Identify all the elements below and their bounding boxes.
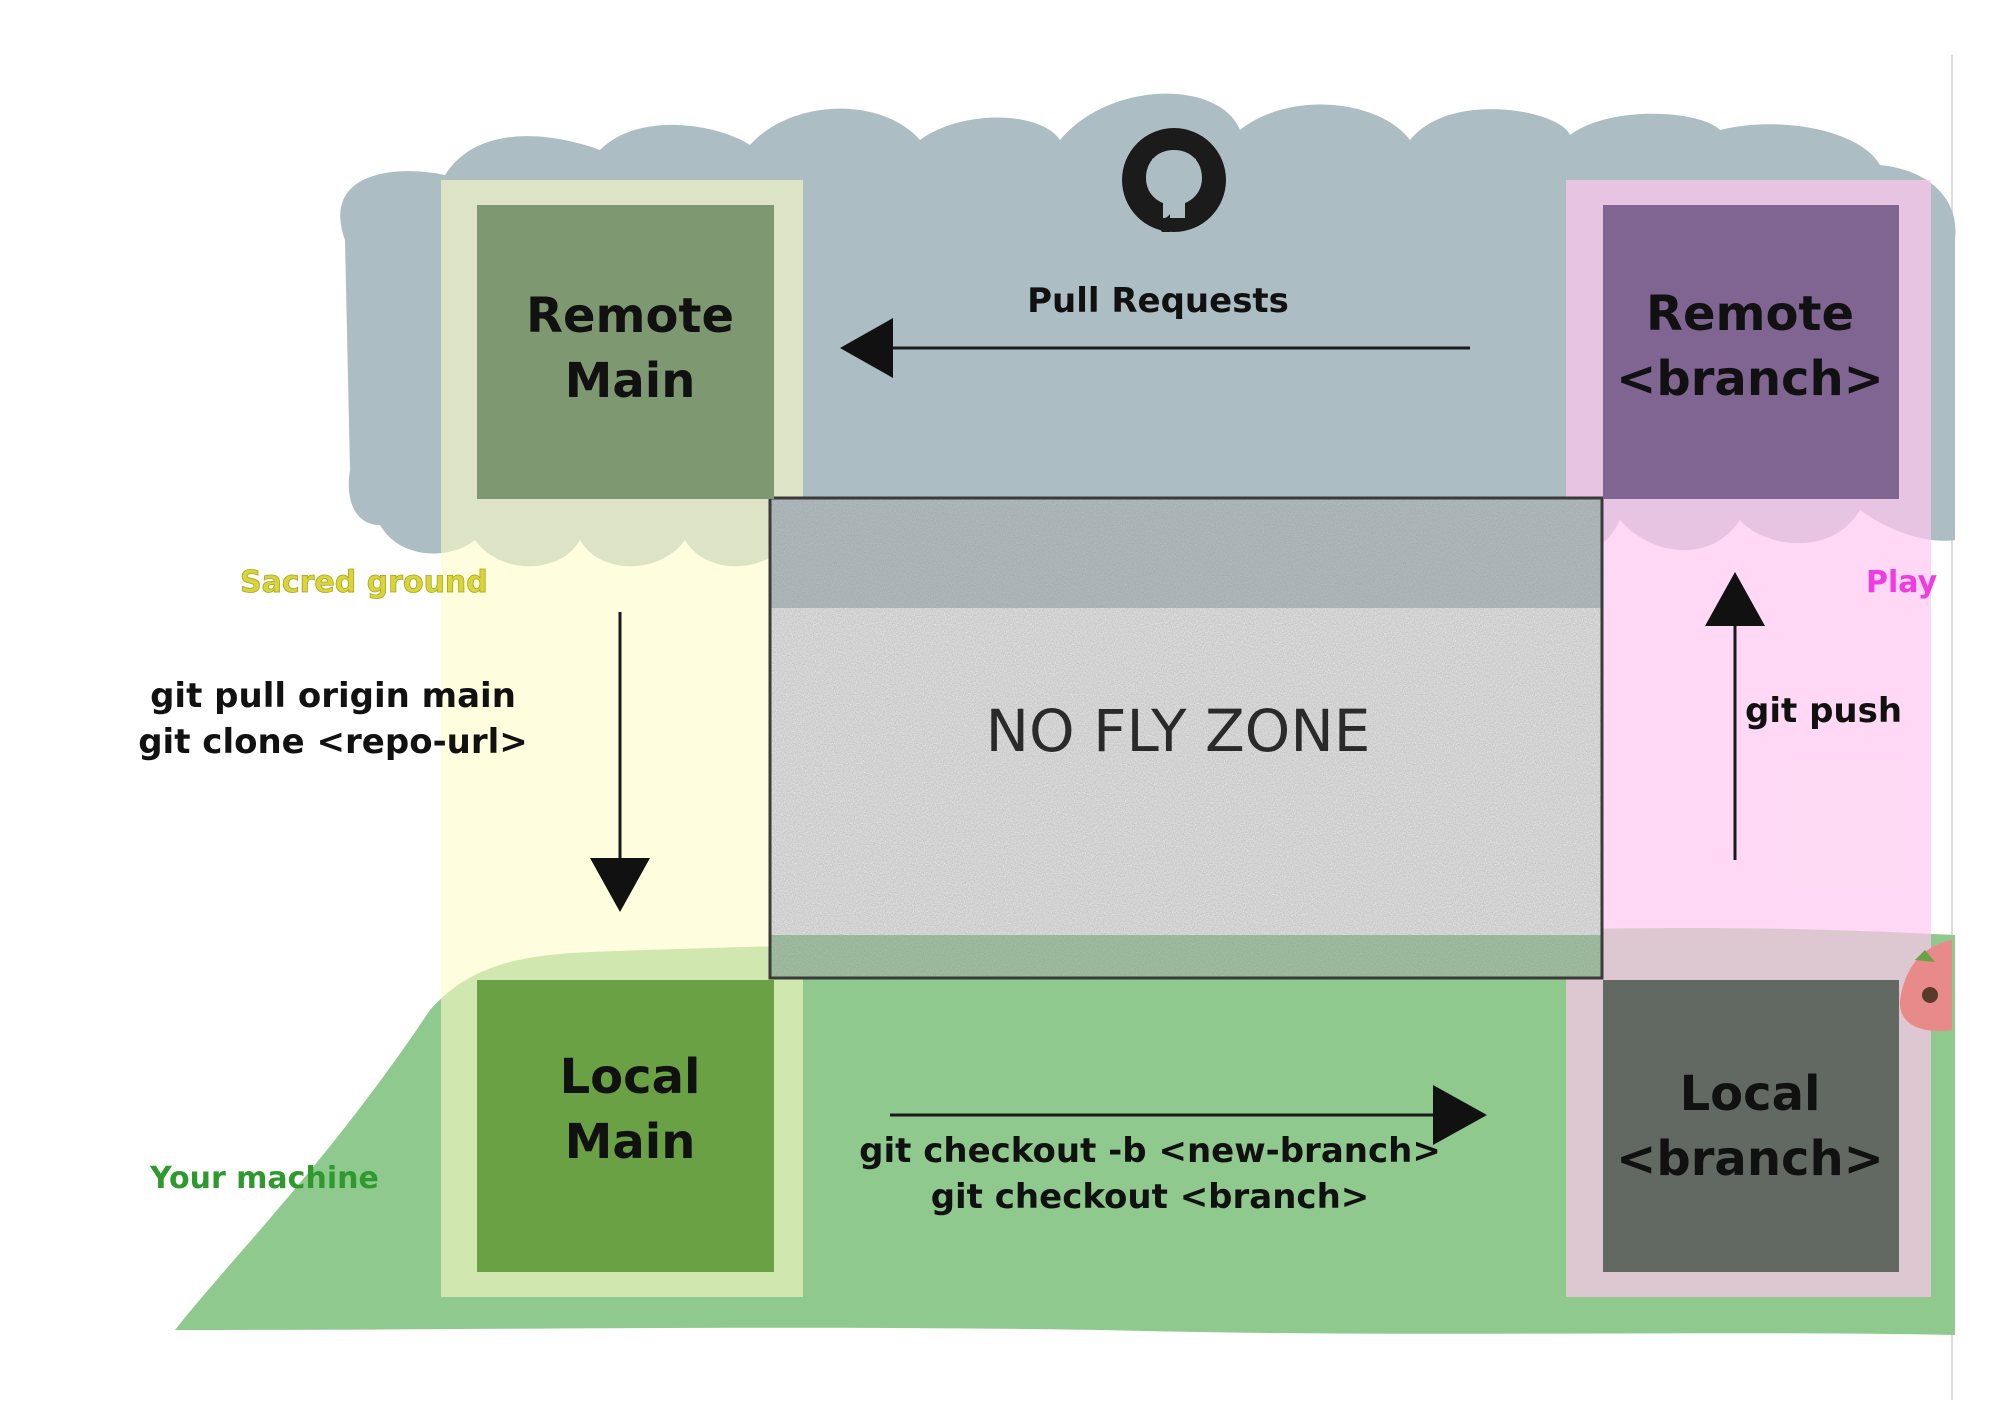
pull-requests-arrowhead <box>840 318 893 378</box>
sacred-ground-label: Sacred ground <box>240 565 488 600</box>
pull-requests-label: Pull Requests <box>1027 281 1289 321</box>
local-main-box <box>477 980 774 1272</box>
mascot-icon <box>1899 940 1952 1031</box>
remote-branch-box <box>1603 205 1899 499</box>
push-command-label: git push <box>1745 691 1902 731</box>
checkout-arrowhead <box>1433 1085 1487 1145</box>
remote-branch-label-line2: <branch> <box>1616 351 1884 407</box>
clone-command-label: git clone <repo-url> <box>138 722 528 762</box>
local-branch-box <box>1603 980 1899 1272</box>
remote-branch-label-line1: Remote <box>1646 286 1854 342</box>
remote-main-box <box>477 205 774 499</box>
github-icon <box>1122 128 1226 232</box>
no-fly-zone-label: NO FLY ZONE <box>986 697 1371 765</box>
local-branch-label-line1: Local <box>1680 1066 1821 1122</box>
push-arrowhead <box>1705 572 1765 626</box>
local-branch-label-line2: <branch> <box>1616 1131 1884 1187</box>
remote-main-label-line1: Remote <box>526 288 734 344</box>
pull-command-label: git pull origin main <box>150 676 516 716</box>
checkout-new-branch-label: git checkout -b <new-branch> <box>859 1131 1441 1171</box>
checkout-branch-label: git checkout <branch> <box>931 1177 1370 1217</box>
local-main-label-line2: Main <box>565 1114 696 1170</box>
remote-main-label-line2: Main <box>565 353 696 409</box>
play-label: Play <box>1866 565 1938 600</box>
your-machine-label: Your machine <box>149 1161 379 1196</box>
pull-clone-arrowhead <box>590 858 650 912</box>
local-main-label-line1: Local <box>560 1049 701 1105</box>
no-fly-zone <box>768 496 1604 980</box>
